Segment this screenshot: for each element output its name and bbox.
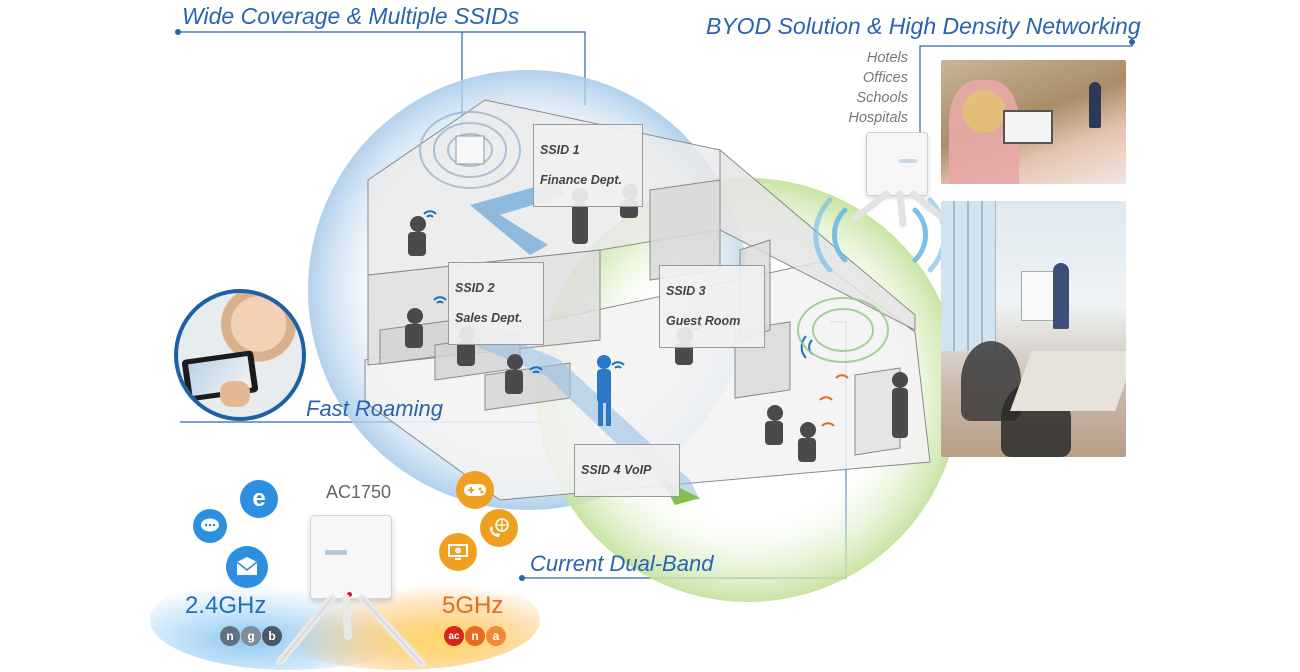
headline-wide-coverage: Wide Coverage & Multiple SSIDs <box>182 3 520 29</box>
byod-ap-antennas <box>851 190 949 228</box>
std-badges-24ghz: n g b <box>220 626 283 646</box>
ap-logo-icon <box>325 550 347 555</box>
std-badge: ac <box>444 626 464 646</box>
fast-roaming-bubble <box>174 289 306 421</box>
ssid-label-finance: SSID 1 Finance Dept. <box>533 124 643 207</box>
lecturer-figure <box>1089 82 1101 128</box>
ssid-label-voip: SSID 4 VoIP <box>574 444 680 497</box>
laptop-icon <box>1003 110 1053 144</box>
ssid-label-line: SSID 1 <box>540 143 580 157</box>
ac1750-access-point <box>310 515 392 599</box>
headline-fast-roaming: Fast Roaming <box>306 396 443 421</box>
window-panel <box>941 201 996 351</box>
ssid-label-line: SSID 2 <box>455 281 495 295</box>
ap-status-led <box>347 592 352 597</box>
market-item: Offices <box>862 70 908 86</box>
conference-table <box>1010 351 1126 411</box>
std-badge: a <box>486 626 506 646</box>
voip-web-icon <box>480 509 518 547</box>
band-label-5ghz: 5GHz <box>442 592 504 619</box>
ssid-label-sales: SSID 2 Sales Dept. <box>448 262 544 345</box>
std-badge: n <box>220 626 240 646</box>
email-icon <box>226 546 268 588</box>
ssid-label-line: Finance Dept. <box>540 173 622 187</box>
ssid-label-line: Sales Dept. <box>455 311 523 325</box>
ac1750-antennas <box>276 594 426 668</box>
ssid-label-guest: SSID 3 Guest Room <box>659 265 765 348</box>
chat-icon <box>193 509 227 543</box>
presenter-figure <box>1053 263 1069 329</box>
std-badge: g <box>241 626 261 646</box>
market-item: Hospitals <box>848 110 908 126</box>
std-badge: b <box>262 626 282 646</box>
browser-icon: e <box>240 480 278 518</box>
market-item: Schools <box>856 90 908 106</box>
tv-icon <box>439 533 477 571</box>
headline-byod: BYOD Solution & High Density Networking <box>706 13 1141 39</box>
ap-logo-icon <box>899 159 917 163</box>
meeting-room-photo <box>941 201 1126 457</box>
ssid-label-line: SSID 3 <box>666 284 706 298</box>
ssid-label-line: Guest Room <box>666 314 741 328</box>
product-model: AC1750 <box>326 482 392 502</box>
headline-dual-band: Current Dual-Band <box>530 551 714 576</box>
std-badges-5ghz: ac n a <box>444 626 507 646</box>
byod-access-point <box>866 132 928 196</box>
market-item: Hotels <box>866 50 908 66</box>
ssid-label-line: SSID 4 VoIP <box>581 463 652 477</box>
hand-shape <box>220 381 250 407</box>
gamepad-icon <box>456 471 494 509</box>
band-label-24ghz: 2.4GHz <box>185 592 267 619</box>
markets-list: Hotels Offices Schools Hospitals <box>820 48 908 128</box>
std-badge: n <box>465 626 485 646</box>
classroom-photo <box>941 60 1126 184</box>
